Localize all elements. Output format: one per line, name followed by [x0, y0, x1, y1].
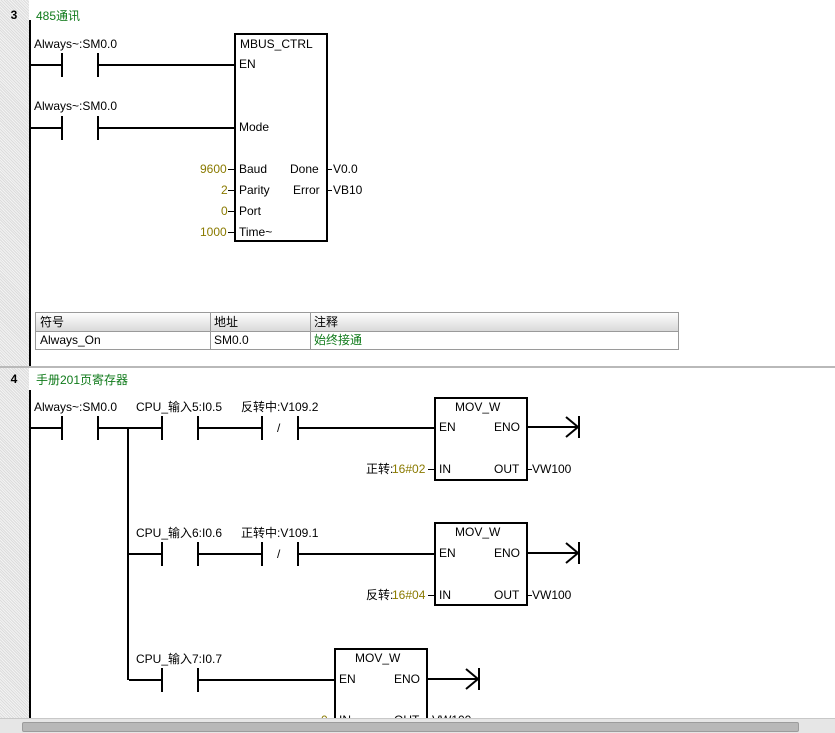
symbol-table-header-address: 地址	[214, 315, 239, 329]
mov-w-2-eno: ENO	[494, 546, 521, 560]
done-output[interactable]: V0.0	[333, 162, 358, 176]
parity-value[interactable]: 2	[221, 183, 228, 197]
network3-number[interactable]: 3	[10, 8, 18, 22]
network4-row3-rung[interactable]	[129, 668, 335, 692]
mbus-parity-pin: Parity	[239, 183, 270, 197]
contact-in5-label: CPU_输入5:I0.5	[136, 400, 223, 414]
symbol-table-row-address: SM0.0	[214, 333, 249, 347]
network3-contact2[interactable]	[31, 116, 236, 140]
network3-gutter	[0, 0, 29, 366]
mov-w-3-eno: ENO	[394, 672, 421, 686]
mov-w-3-eno-arrow-icon	[465, 668, 480, 690]
mbus-ctrl-block[interactable]	[234, 33, 328, 242]
mov-w-1-name: MOV_W	[455, 400, 501, 414]
network4-row2-rung[interactable]	[129, 542, 435, 566]
mov-w-1-eno-arrow-icon	[565, 416, 580, 438]
contact-rev-label: 反转中:V109.2	[241, 400, 319, 414]
mov-w-1-out: OUT	[494, 462, 520, 476]
network-separator	[0, 366, 835, 368]
contact-always-label: Always~:SM0.0	[34, 400, 118, 414]
mov-w-1-out-value[interactable]: VW100	[532, 462, 572, 476]
symbol-table-row-symbol: Always_On	[40, 333, 101, 347]
mov-w-1-en: EN	[439, 420, 456, 434]
symbol-table-header-symbol: 符号	[40, 315, 65, 329]
mov-w-1-eno: ENO	[494, 420, 521, 434]
mov-w-2-in: IN	[439, 588, 451, 602]
mov-w-1-in-value[interactable]: 16#02	[392, 462, 426, 476]
mbus-port-pin: Port	[239, 204, 262, 218]
mov-w-1-in: IN	[439, 462, 451, 476]
symbol-table-header-comment: 注释	[314, 315, 339, 329]
mov-w-3-name: MOV_W	[355, 651, 401, 665]
mbus-done-pin: Done	[290, 162, 319, 176]
baud-value[interactable]: 9600	[200, 162, 227, 176]
timeout-value[interactable]: 1000	[200, 225, 227, 239]
network3-title[interactable]: 485通讯	[36, 9, 81, 23]
mbus-error-pin: Error	[293, 183, 320, 197]
not-symbol-2: /	[277, 547, 281, 561]
scrollbar-thumb[interactable]	[22, 722, 799, 732]
horizontal-scrollbar[interactable]	[0, 718, 835, 733]
port-value[interactable]: 0	[221, 204, 228, 218]
symbol-table-row-comment: 始终接通	[314, 333, 363, 347]
mbus-mode-pin: Mode	[239, 120, 270, 134]
not-symbol-1: /	[277, 421, 281, 435]
network4-number[interactable]: 4	[10, 372, 18, 386]
mbus-en-pin: EN	[239, 57, 256, 71]
contact-in6-label: CPU_输入6:I0.6	[136, 526, 223, 540]
network4-gutter	[0, 368, 29, 718]
contact-in7-label: CPU_输入7:I0.7	[136, 652, 223, 666]
mbus-baud-pin: Baud	[239, 162, 268, 176]
network3-contact1[interactable]	[31, 53, 236, 77]
branch-rail	[127, 427, 129, 680]
mov-w-2-out-value[interactable]: VW100	[532, 588, 572, 602]
network3-contact2-label: Always~:SM0.0	[34, 99, 118, 113]
mov-w-1-in-symbol: 正转:	[366, 462, 394, 476]
network4-power-rail	[29, 390, 31, 718]
mov-w-2-eno-arrow-icon	[565, 542, 580, 564]
mov-w-2-out: OUT	[494, 588, 520, 602]
mbus-timeout-pin: Time~	[239, 225, 273, 239]
mov-w-3-en: EN	[339, 672, 356, 686]
network4-row1-rung[interactable]	[31, 416, 435, 440]
symbol-table	[35, 312, 679, 350]
network3-contact1-label: Always~:SM0.0	[34, 37, 118, 51]
mov-w-2-in-symbol: 反转:	[366, 588, 394, 602]
network4-title[interactable]: 手册201页寄存器	[36, 373, 129, 387]
mov-w-block-1[interactable]	[434, 397, 528, 481]
mov-w-2-name: MOV_W	[455, 525, 501, 539]
contact-fwd-label: 正转中:V109.1	[241, 526, 319, 540]
mov-w-2-in-value[interactable]: 16#04	[392, 588, 426, 602]
mov-w-block-2[interactable]	[434, 522, 528, 606]
mov-w-2-en: EN	[439, 546, 456, 560]
error-output[interactable]: VB10	[333, 183, 363, 197]
mbus-ctrl-name: MBUS_CTRL	[240, 37, 313, 51]
network3-power-rail	[29, 20, 31, 366]
